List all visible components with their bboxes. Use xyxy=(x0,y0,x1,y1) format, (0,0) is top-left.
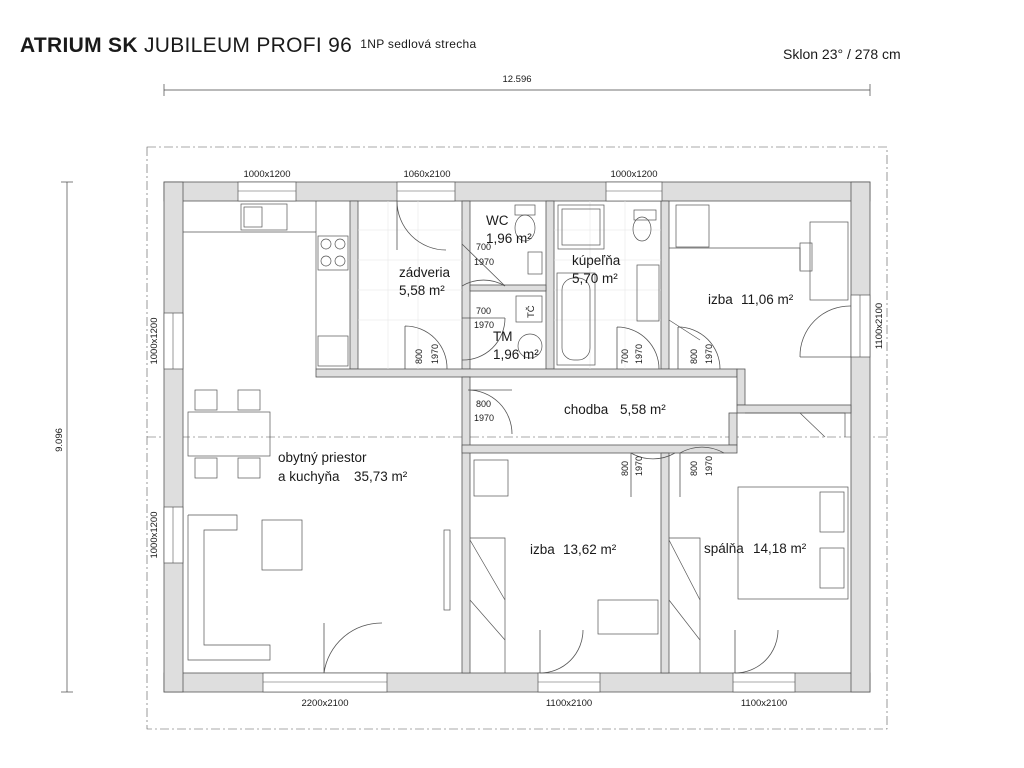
door-width-label: 800 xyxy=(620,461,630,476)
window-left-lower xyxy=(163,506,184,564)
model-name: JUBILEUM PROFI 96 xyxy=(143,34,353,57)
door-height-label: 1970 xyxy=(704,456,714,476)
room-name: izba xyxy=(708,292,733,307)
windows xyxy=(163,181,871,693)
door-width-label: 800 xyxy=(689,461,699,476)
shower-icon xyxy=(557,204,605,250)
dining-table xyxy=(187,411,271,457)
room-area: 11,06 m² xyxy=(741,292,794,307)
room-name: chodba xyxy=(564,402,609,417)
window-bottom-bedroom xyxy=(732,672,796,693)
hob-icon xyxy=(317,235,349,271)
sofa xyxy=(187,514,271,661)
door-height-label: 1970 xyxy=(704,344,714,364)
brand-name: ATRIUM SK xyxy=(20,34,138,57)
door-width-label: 800 xyxy=(414,349,424,364)
window-bottom-living xyxy=(262,672,388,693)
door-width-label: 800 xyxy=(476,399,491,409)
door-width-label: 800 xyxy=(689,349,699,364)
overall-width-label: 12.596 xyxy=(502,74,531,85)
door-height-label: 1970 xyxy=(474,413,494,423)
room-area: 14,18 m² xyxy=(753,541,807,556)
room-name: TM xyxy=(493,329,513,344)
door-height-label: 1970 xyxy=(634,456,644,476)
heat-pump-label: TČ xyxy=(526,305,537,318)
dimension-lines xyxy=(61,84,871,693)
roof-slope: Sklon 23° / 278 cm xyxy=(783,46,901,62)
entry-door xyxy=(396,200,447,251)
doors xyxy=(323,200,852,674)
room-name-line2: a kuchyňa xyxy=(278,469,340,484)
door-width-label: 700 xyxy=(476,306,491,316)
door-width-label: 700 xyxy=(476,242,491,252)
window-top-kitchen xyxy=(237,181,297,202)
door-width-label: 700 xyxy=(620,349,630,364)
room-area: 5,70 m² xyxy=(572,271,618,286)
toilet-icon xyxy=(514,204,536,216)
overall-depth-label: 9.096 xyxy=(54,428,65,452)
room-name: obytný priestor xyxy=(278,450,367,465)
window-left-upper xyxy=(163,312,184,370)
room-area: 35,73 m² xyxy=(354,469,408,484)
window-label: 1000x1200 xyxy=(610,169,657,180)
room-area: 1,96 m² xyxy=(493,347,539,362)
plan-title: ATRIUM SK JUBILEUM PROFI 96 1NP sedlová … xyxy=(20,34,476,58)
window-bottom-room xyxy=(537,672,601,693)
sink-icon xyxy=(240,203,288,231)
boiler-icon xyxy=(517,333,543,359)
room-name: spálňa xyxy=(704,541,744,556)
room-area: 13,62 m² xyxy=(563,542,617,557)
window-label: 1100x2100 xyxy=(546,698,592,709)
room-area: 1,96 m² xyxy=(486,231,532,246)
bathtub-icon xyxy=(556,272,596,366)
window-top-entry xyxy=(396,181,456,202)
window-label: 1000x1200 xyxy=(243,169,290,180)
room-name: zádveria xyxy=(399,265,451,280)
window-label: 1100x2100 xyxy=(874,303,885,349)
window-label: 1060x2100 xyxy=(403,169,450,180)
room-name: WC xyxy=(486,213,509,228)
window-label: 1000x1200 xyxy=(149,317,160,364)
furniture xyxy=(183,201,849,673)
room-name: izba xyxy=(530,542,555,557)
window-top-bath xyxy=(605,181,663,202)
variant-label: 1NP sedlová strecha xyxy=(360,37,477,51)
washbasin-icon xyxy=(636,264,660,322)
window-label: 1000x1200 xyxy=(149,511,160,558)
window-label: 1100x2100 xyxy=(741,698,787,709)
room-area: 5,58 m² xyxy=(620,402,666,417)
door-height-label: 1970 xyxy=(474,320,494,330)
door-height-label: 1970 xyxy=(430,344,440,364)
room-area: 5,58 m² xyxy=(399,283,445,298)
room-name: kúpeľňa xyxy=(572,253,621,268)
door-height-label: 1970 xyxy=(474,257,494,267)
window-label: 2200x2100 xyxy=(301,698,348,709)
window-right xyxy=(850,294,871,358)
door-height-label: 1970 xyxy=(634,344,644,364)
